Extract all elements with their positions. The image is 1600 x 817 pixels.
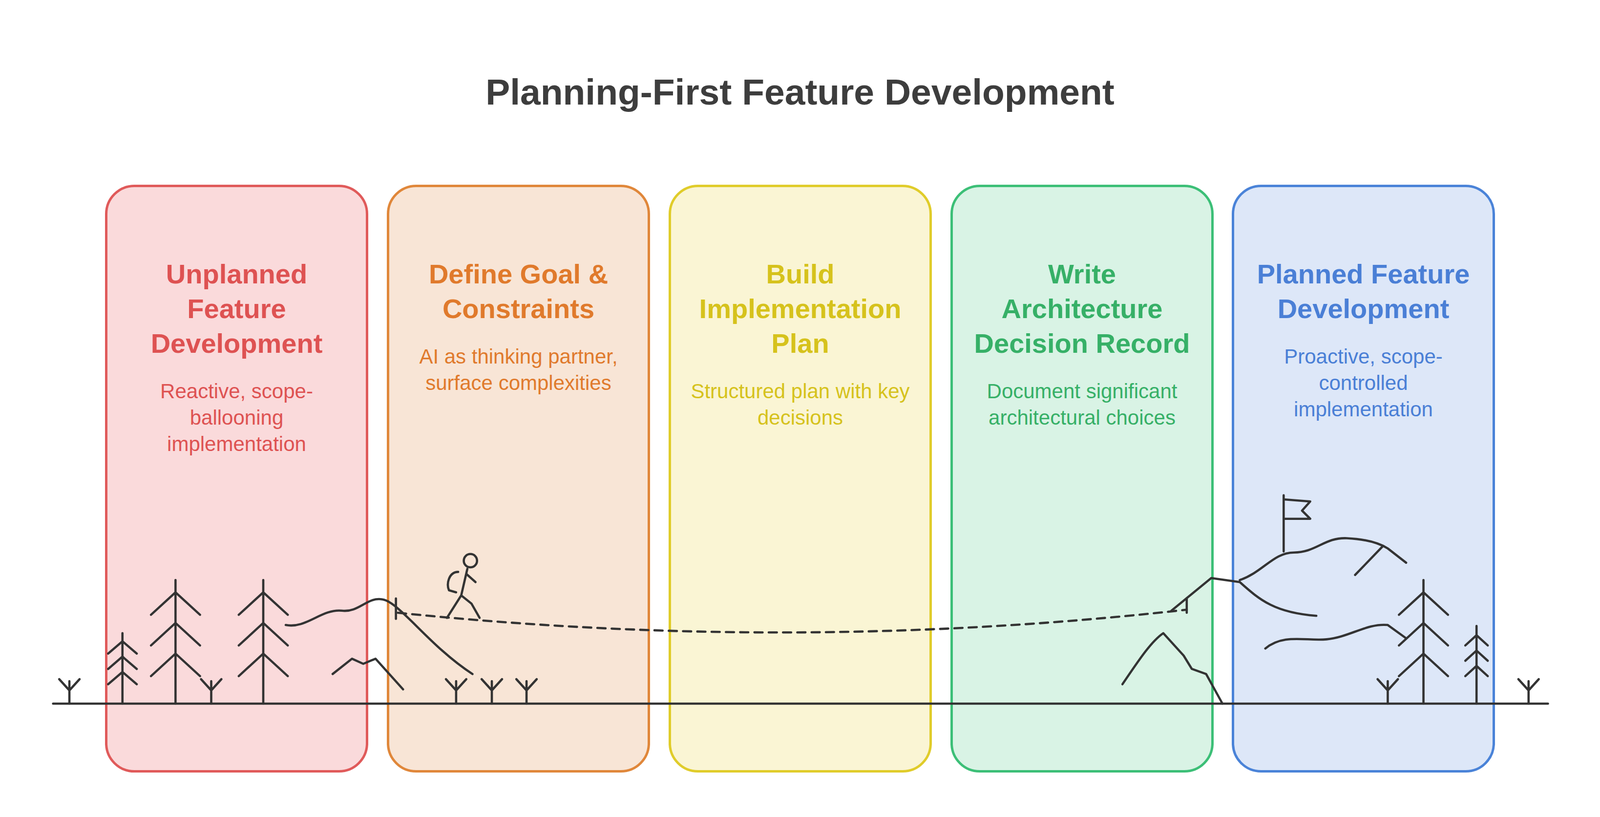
grass-tuft xyxy=(481,678,503,704)
ground-line xyxy=(53,702,1549,705)
pine-tree xyxy=(238,579,288,704)
stage-box: Write Architecture Decision RecordDocume… xyxy=(950,184,1214,773)
mountain xyxy=(1171,577,1317,616)
stage-description: Document significant architectural choic… xyxy=(972,378,1193,431)
grass-tuft xyxy=(516,678,537,704)
grass-tuft xyxy=(59,678,80,704)
stage-description: Proactive, scope-controlled implementati… xyxy=(1253,343,1474,423)
mountain xyxy=(332,658,403,690)
stage-heading: Build Implementation Plan xyxy=(683,256,918,361)
hiker-head xyxy=(463,553,478,568)
stage-heading: Unplanned Feature Development xyxy=(119,256,355,361)
grass-tuft xyxy=(445,678,467,704)
grass-tuft xyxy=(201,678,222,704)
summit-flag xyxy=(1283,495,1310,552)
path-marker xyxy=(1185,598,1189,613)
grass-tuft xyxy=(1518,678,1539,704)
stage-heading: Define Goal & Constraints xyxy=(401,256,636,326)
mountain xyxy=(1122,632,1223,704)
hiker-body xyxy=(446,568,480,618)
stage-description: AI as thinking partner, surface complexi… xyxy=(408,343,629,397)
stage-box: Build Implementation PlanStructured plan… xyxy=(668,184,932,773)
path-marker xyxy=(394,598,398,619)
mountain-ridge xyxy=(1355,546,1383,575)
stage-box: Unplanned Feature DevelopmentReactive, s… xyxy=(105,184,369,773)
stage-description: Reactive, scope-ballooning implementatio… xyxy=(126,378,347,458)
diagram-title: Planning-First Feature Development xyxy=(0,68,1600,116)
hiker-backpack xyxy=(447,571,459,592)
stage-box: Planned Feature DevelopmentProactive, sc… xyxy=(1231,184,1495,773)
mountain-peak xyxy=(1239,537,1407,580)
grass-tuft xyxy=(1377,678,1399,704)
pine-tree xyxy=(107,632,137,704)
mountain xyxy=(285,598,473,674)
mountain-ridge xyxy=(1265,624,1407,649)
pine-tree xyxy=(1398,579,1448,704)
stage-box: Define Goal & Constraints AI as thinking … xyxy=(386,184,651,773)
stage-description: Structured plan with key decisions xyxy=(690,378,911,431)
stage-heading: Write Architecture Decision Record xyxy=(965,256,1200,361)
dashed-trail xyxy=(398,609,1187,633)
pine-tree xyxy=(1465,625,1488,704)
stage-heading: Planned Feature Development xyxy=(1246,256,1481,326)
pine-tree xyxy=(150,579,200,704)
